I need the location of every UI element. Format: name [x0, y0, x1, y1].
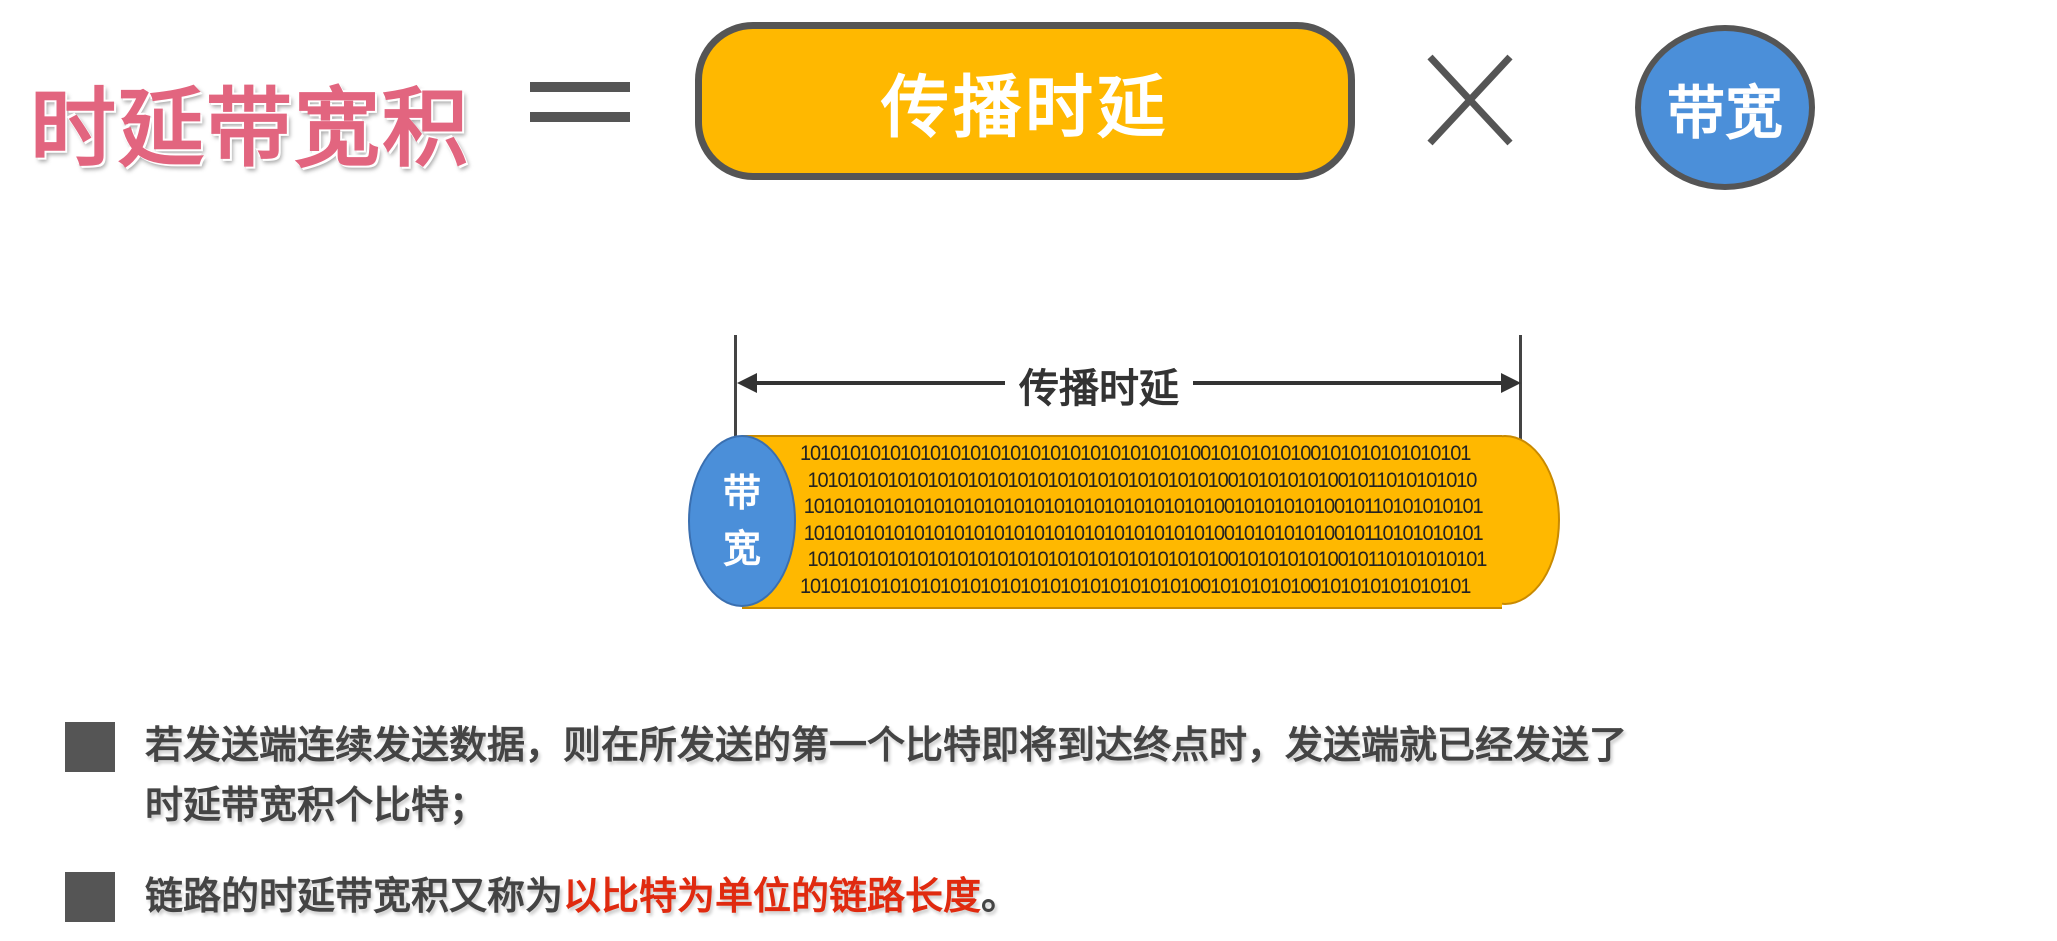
bit-row: 1010101010101010101010101010101010101010… [807, 467, 1477, 492]
bullet-square-icon [65, 722, 115, 772]
bullet-2: 链路的时延带宽积又称为以比特为单位的链路长度。 [145, 866, 1019, 926]
multiply-icon [1427, 54, 1513, 146]
bandwidth-circle: 带宽 [1635, 25, 1815, 190]
bit-row: 1010101010101010101010101010101010101010… [800, 441, 1471, 465]
span-label: 传播时延 [1005, 356, 1193, 414]
bit-row: 1010101010101010101010101010101010101010… [803, 520, 1484, 545]
bullet-2-highlight: 以比特为单位的链路长度 [563, 874, 982, 918]
link-cylinder [742, 435, 1502, 609]
equals-sign-top [530, 82, 630, 92]
span-left-tick [734, 335, 737, 440]
bullet-2-end: 。 [981, 874, 1020, 918]
propagation-delay-label: 传播时延 [880, 68, 1169, 148]
bit-row: 1010101010101010101010101010101010101010… [800, 573, 1471, 598]
bit-stream: 1010101010101010101010101010101010101010… [800, 440, 1488, 599]
bandwidth-label: 带宽 [1666, 78, 1783, 147]
span-right-tick [1519, 335, 1522, 440]
bandwidth-char: 带 [722, 471, 761, 515]
equals-sign-bottom [530, 112, 630, 122]
bullet-1-line-1: 若发送端连续发送数据，则在所发送的第一个比特即将到达终点时，发送端就已经发送了 [145, 723, 1628, 767]
bit-row: 1010101010101010101010101010101010101010… [807, 547, 1487, 571]
propagation-delay-pill: 传播时延 [695, 22, 1355, 180]
bullet-2-text: 链路的时延带宽积又称为 [145, 874, 564, 918]
bandwidth-char: 宽 [722, 527, 761, 571]
bit-row: 1010101010101010101010101010101010101010… [803, 494, 1484, 518]
formula-title: 时延带宽积 [30, 79, 470, 179]
bullet-square-icon [65, 872, 115, 922]
bullet-1-line-2: 时延带宽积个比特； [145, 783, 488, 827]
bandwidth-ellipse: 带宽 [688, 435, 796, 607]
